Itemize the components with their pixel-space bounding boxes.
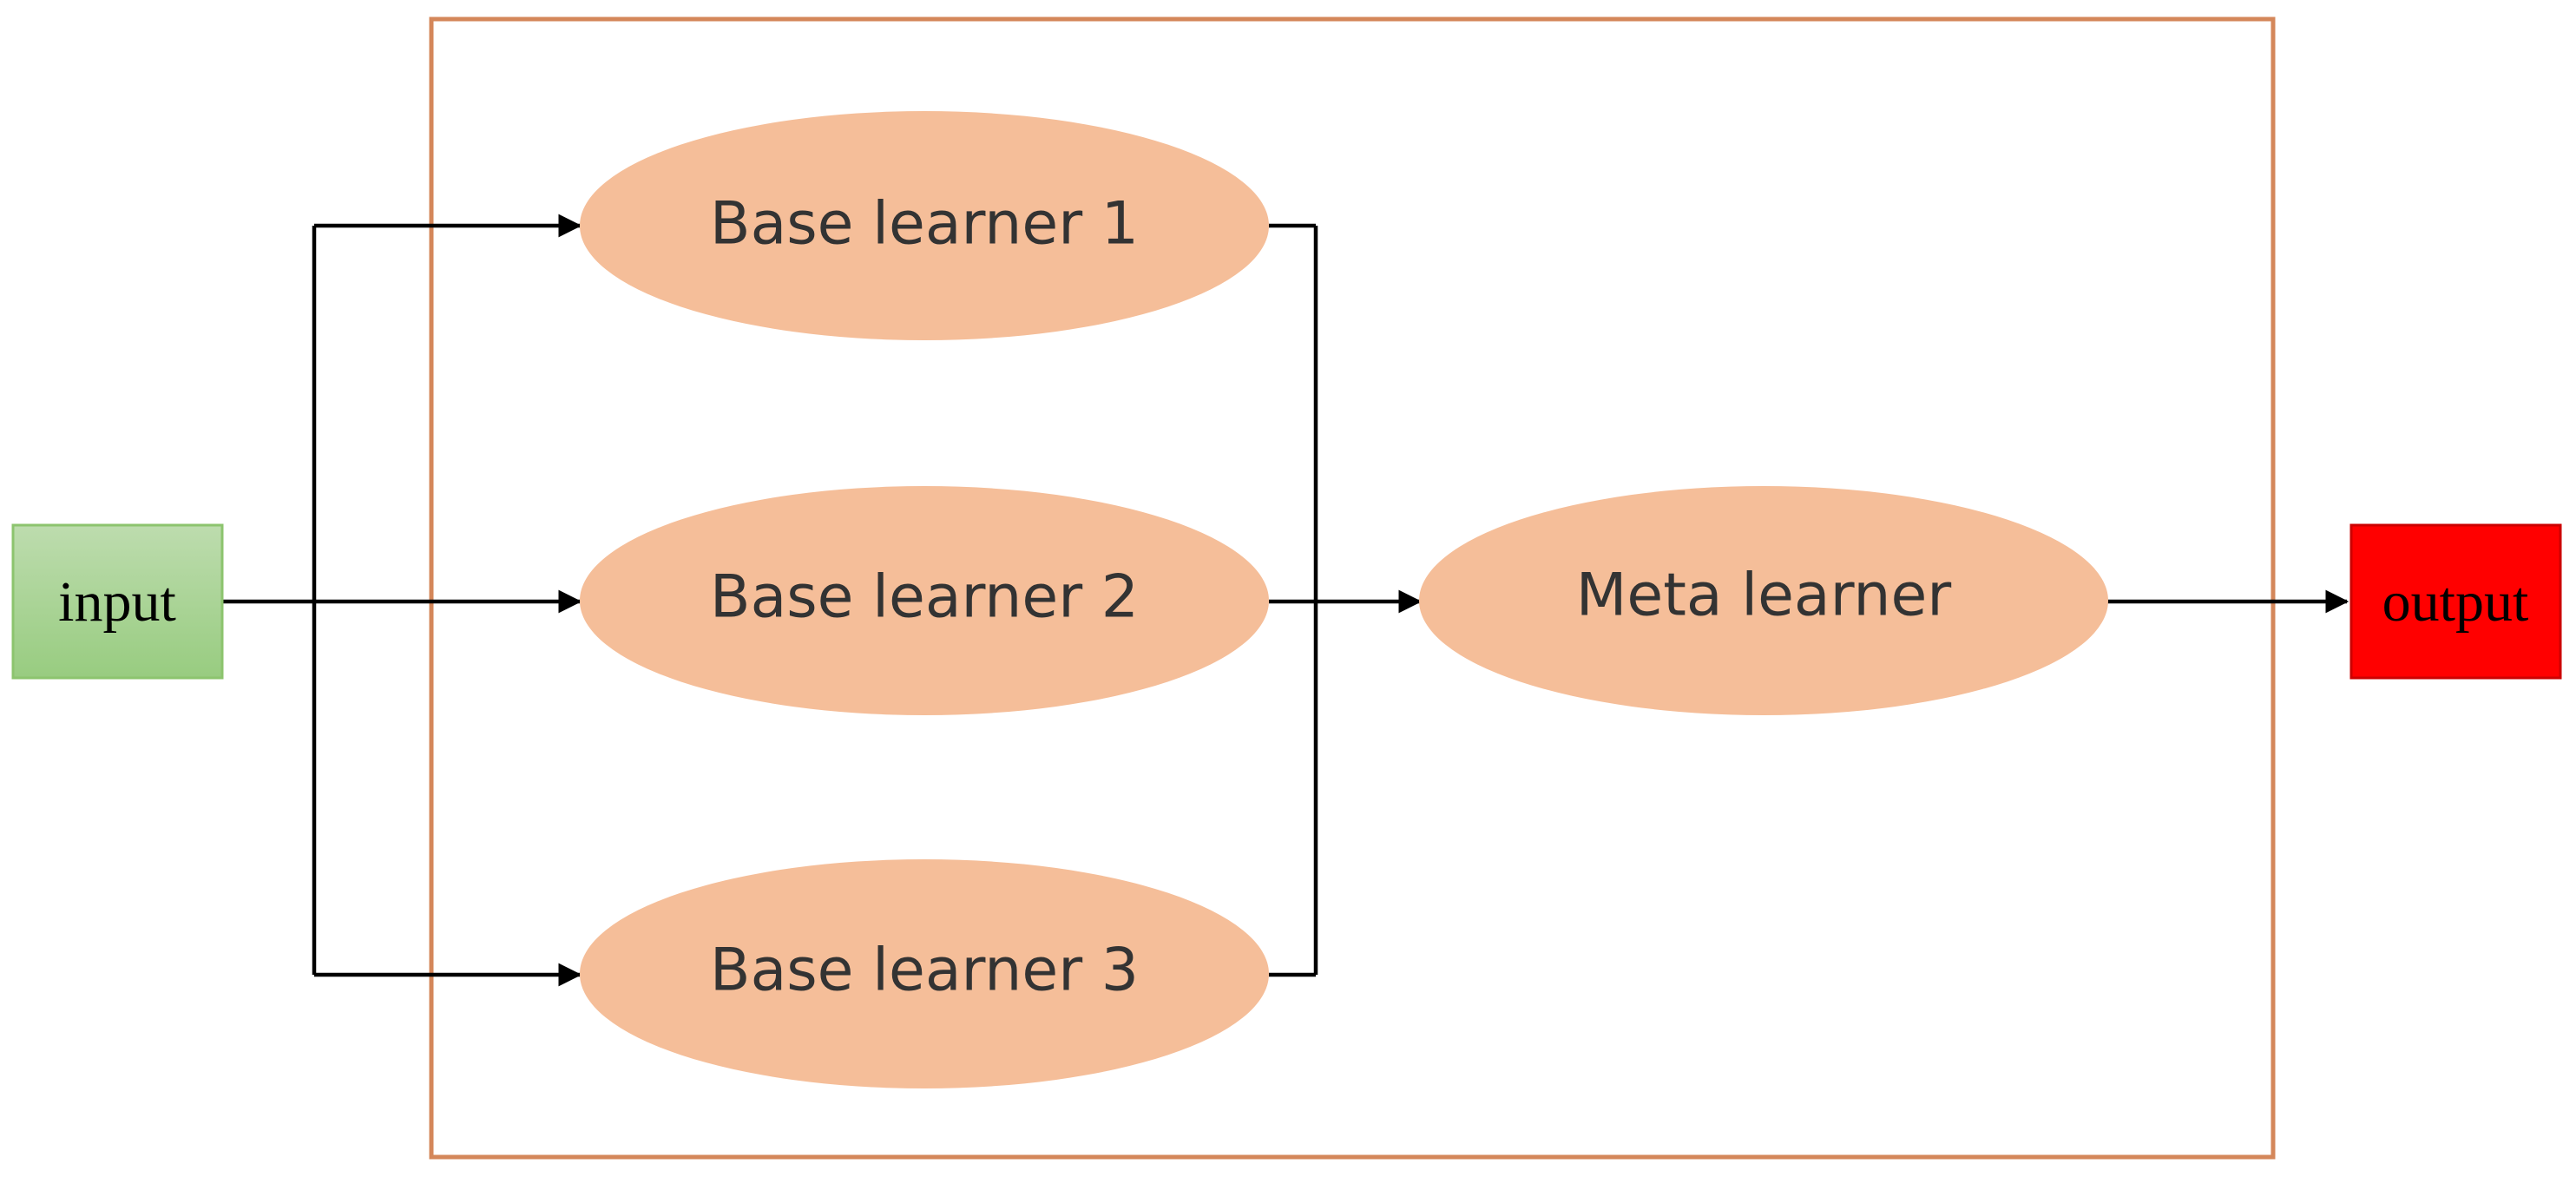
ensemble-container xyxy=(429,16,2276,1160)
input-connectors xyxy=(222,214,582,987)
base-learner-3-ellipse xyxy=(580,859,1269,1088)
input-box xyxy=(11,523,224,680)
base-learner-2-ellipse xyxy=(580,486,1269,715)
base-learner-3-label: Base learner 3 xyxy=(710,937,1139,1005)
base-to-meta-connectors xyxy=(1269,223,1423,977)
output-label: output xyxy=(2382,570,2529,634)
output-node: output xyxy=(2349,523,2562,680)
base-learner-2-label: Base learner 2 xyxy=(710,563,1139,632)
output-box xyxy=(2349,523,2562,680)
meta-learner-node: Meta learner xyxy=(1419,486,2108,715)
meta-learner-label: Meta learner xyxy=(1576,562,1952,630)
input-label: input xyxy=(58,570,176,634)
base-learner-1-node: Base learner 1 xyxy=(580,111,1269,340)
base-learner-1-ellipse xyxy=(580,111,1269,340)
base-learner-2-node: Base learner 2 xyxy=(580,486,1269,715)
input-node: input xyxy=(11,523,224,680)
base-learner-3-node: Base learner 3 xyxy=(580,859,1269,1088)
meta-learner-ellipse xyxy=(1419,486,2108,715)
base-learner-1-label: Base learner 1 xyxy=(710,190,1139,259)
